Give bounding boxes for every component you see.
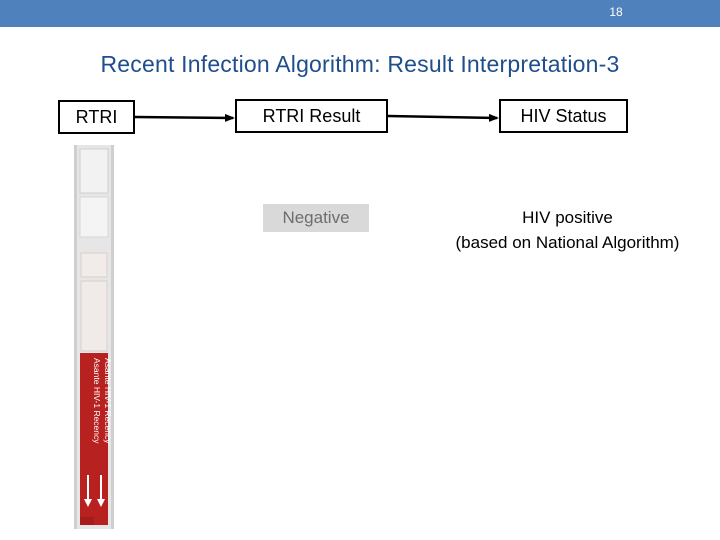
- test-strip-drawing: [74, 145, 114, 529]
- slide-title: Recent Infection Algorithm: Result Inter…: [100, 51, 620, 77]
- test-window-upper: [80, 252, 108, 278]
- status-line-2: (based on National Algorithm): [455, 233, 680, 252]
- label-arrowhead-1: [84, 499, 92, 507]
- red-label-area: [80, 353, 108, 525]
- rtri-result-box: RTRI Result: [235, 99, 388, 133]
- strip-edge-right: [111, 145, 114, 529]
- arrow-result-to-status: [387, 113, 499, 122]
- label-arrowhead-2: [97, 499, 105, 507]
- strip-edge-left: [74, 145, 77, 529]
- hiv-status-text: HIV positive (based on National Algorith…: [415, 205, 720, 255]
- arrow-rtri-to-result: [134, 113, 235, 122]
- sample-pad: [79, 148, 109, 194]
- hiv-status-box: HIV Status: [499, 99, 628, 133]
- test-window-lower: [80, 280, 108, 352]
- rtri-box: RTRI: [58, 100, 135, 134]
- slide-number: 18: [609, 5, 623, 19]
- result-negative-label: Negative: [263, 204, 369, 232]
- conjugate-pad: [79, 196, 109, 238]
- red-label-bottom-left: [80, 517, 94, 525]
- status-line-1: HIV positive: [522, 208, 613, 227]
- rtri-test-strip-image: [74, 145, 114, 529]
- top-bar: 18: [0, 0, 720, 27]
